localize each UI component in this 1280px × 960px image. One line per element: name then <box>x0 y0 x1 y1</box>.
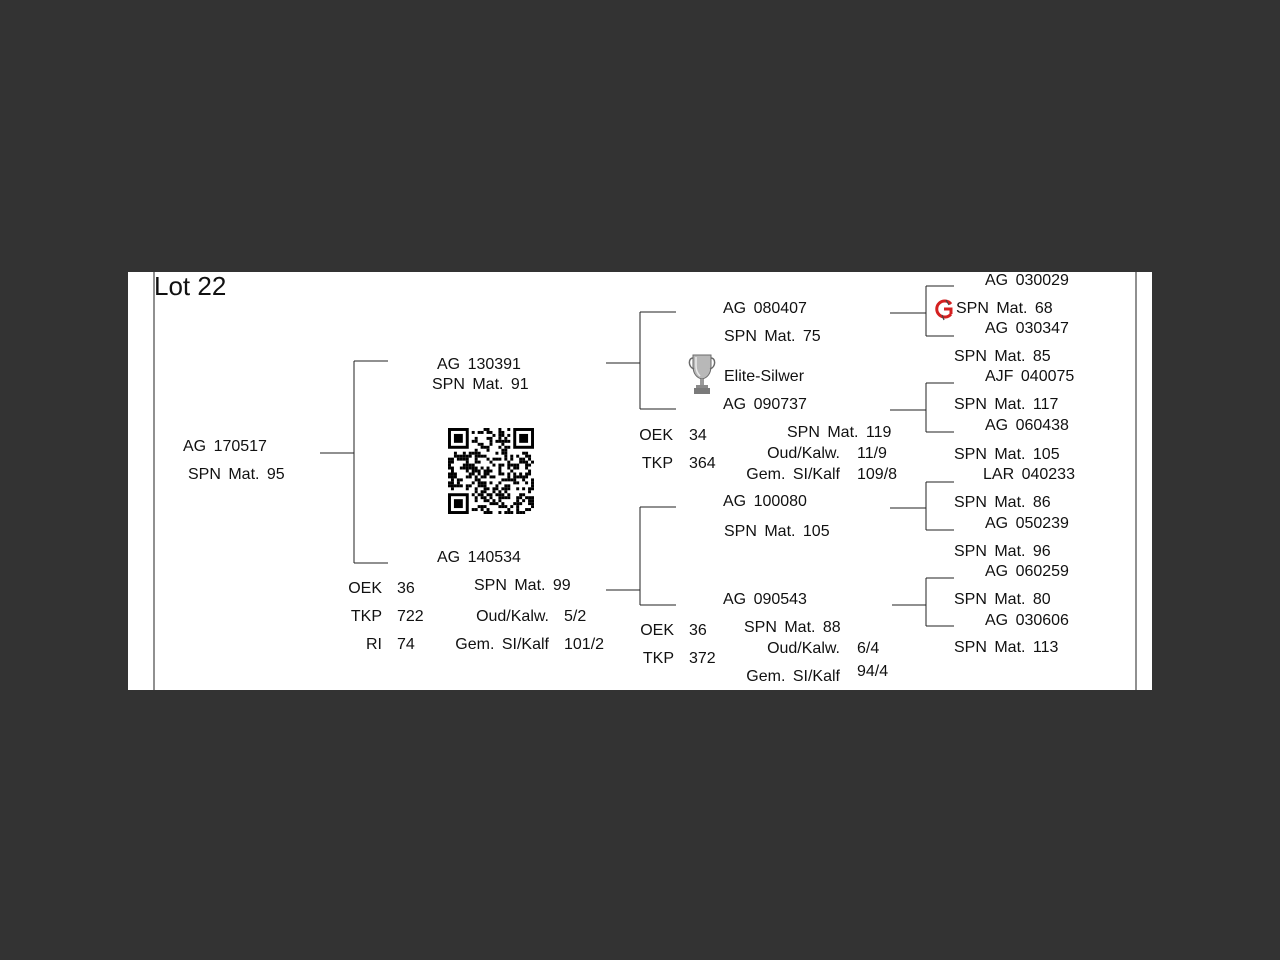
gen3-id: AG 060259 <box>985 563 1069 580</box>
sd-stat-label: TKP <box>641 455 673 472</box>
gen3-spn: SPN Mat. 117 <box>954 396 1059 413</box>
sd-award: Elite-Silwer <box>724 368 805 385</box>
sd-id: AG 090737 <box>723 396 807 413</box>
dam-stat-value: 74 <box>397 636 415 653</box>
gen3-id: AG 030029 <box>985 272 1069 289</box>
dam-calving-label: Oud/Kalw. <box>476 608 549 625</box>
gen3-spn: SPN Mat. 80 <box>954 591 1051 608</box>
ds-spn: SPN Mat. 105 <box>724 523 830 540</box>
dd-id: AG 090543 <box>723 591 807 608</box>
trophy-icon <box>688 352 716 398</box>
dd-calving-label: Gem. SI/Kalf <box>746 668 840 685</box>
dd-spn: SPN Mat. 88 <box>744 619 841 636</box>
lot-title: Lot 22 <box>154 272 227 301</box>
dam-stat-label: RI <box>366 636 382 653</box>
dam-calving-value: 101/2 <box>564 636 605 653</box>
dam-spn: SPN Mat. 99 <box>474 577 571 594</box>
dd-stat-value: 36 <box>689 622 707 639</box>
gen3-spn: SPN Mat. 105 <box>954 446 1060 463</box>
qr-code <box>448 428 534 514</box>
dd-calving-value: 6/4 <box>857 640 880 657</box>
gen3-id: AG 030347 <box>985 320 1069 337</box>
gen3-spn: SPN Mat. 86 <box>954 494 1051 511</box>
dd-stat-value: 372 <box>689 650 716 667</box>
dam-stat-label: TKP <box>350 608 382 625</box>
dd-calving-value: 94/4 <box>857 663 889 680</box>
pedigree-lines <box>153 272 1137 690</box>
sd-stat-value: 364 <box>689 455 716 472</box>
sire-id: AG 130391 <box>437 356 521 373</box>
gen3-spn: SPN Mat. 85 <box>954 348 1051 365</box>
ds-id: AG 100080 <box>723 493 807 510</box>
sd-calving-label: Gem. SI/Kalf <box>746 466 840 483</box>
dam-stat-value: 36 <box>397 580 415 597</box>
sd-stat-value: 34 <box>689 427 707 444</box>
gen3-spn: SPN Mat. 68 <box>956 300 1053 317</box>
sd-calving-value: 109/8 <box>857 466 898 483</box>
dam-id: AG 140534 <box>437 549 521 566</box>
gen3-spn: SPN Mat. 96 <box>954 543 1051 560</box>
sd-spn: SPN Mat. 119 <box>787 424 892 441</box>
dam-calving-value: 5/2 <box>564 608 587 625</box>
sd-calving-value: 11/9 <box>857 445 887 462</box>
dd-stat-label: TKP <box>642 650 674 667</box>
animal-id: AG 170517 <box>183 438 267 455</box>
breeder-logo-icon <box>932 297 956 321</box>
dd-stat-label: OEK <box>640 622 674 639</box>
dam-stat-label: OEK <box>348 580 382 597</box>
gen3-id: AG 060438 <box>985 417 1069 434</box>
dd-calving-label: Oud/Kalw. <box>767 640 840 657</box>
gen3-id: AG 050239 <box>985 515 1069 532</box>
ss-id: AG 080407 <box>723 300 807 317</box>
gen3-id: AG 030606 <box>985 612 1069 629</box>
pedigree-document: Lot 22 AG 170517 SPN Mat. 95 AG 130391 S… <box>128 272 1152 690</box>
dam-stat-value: 722 <box>397 608 424 625</box>
animal-spn: SPN Mat. 95 <box>188 466 285 483</box>
sire-spn: SPN Mat. 91 <box>432 376 529 393</box>
gen3-id: AJF 040075 <box>985 368 1075 385</box>
sd-stat-label: OEK <box>639 427 673 444</box>
dam-calving-label: Gem. SI/Kalf <box>455 636 549 653</box>
gen3-id: LAR 040233 <box>983 466 1075 483</box>
gen3-spn: SPN Mat. 113 <box>954 639 1059 656</box>
ss-spn: SPN Mat. 75 <box>724 328 821 345</box>
sd-calving-label: Oud/Kalw. <box>767 445 840 462</box>
